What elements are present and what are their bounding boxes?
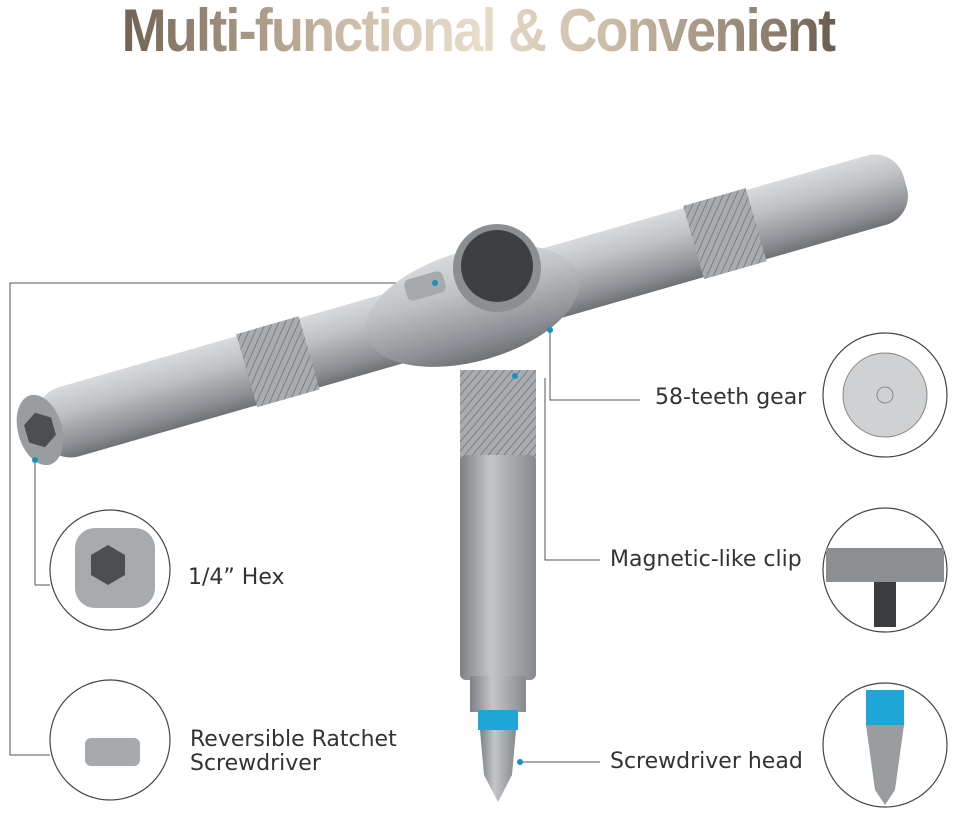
label-clip: Magnetic-like clip — [610, 547, 802, 572]
reverse-switch — [404, 271, 446, 301]
screwdriver-bit — [480, 730, 516, 802]
callout-lines — [9, 282, 640, 763]
label-head: Screwdriver head — [610, 749, 803, 774]
horizontal-bar — [16, 154, 908, 466]
hex-socket — [24, 412, 56, 448]
label-gear: 58-teeth gear — [655, 385, 807, 410]
ratchet-knob — [461, 230, 533, 302]
headline: Multi-functional & Convenient — [48, 0, 908, 65]
label-ratchet-1: Reversible Ratchet — [190, 727, 397, 752]
bit-band — [478, 710, 518, 730]
label-ratchet-2: Screwdriver — [190, 751, 321, 776]
vertical-shaft — [460, 370, 536, 802]
label-hex: 1/4” Hex — [188, 565, 285, 590]
